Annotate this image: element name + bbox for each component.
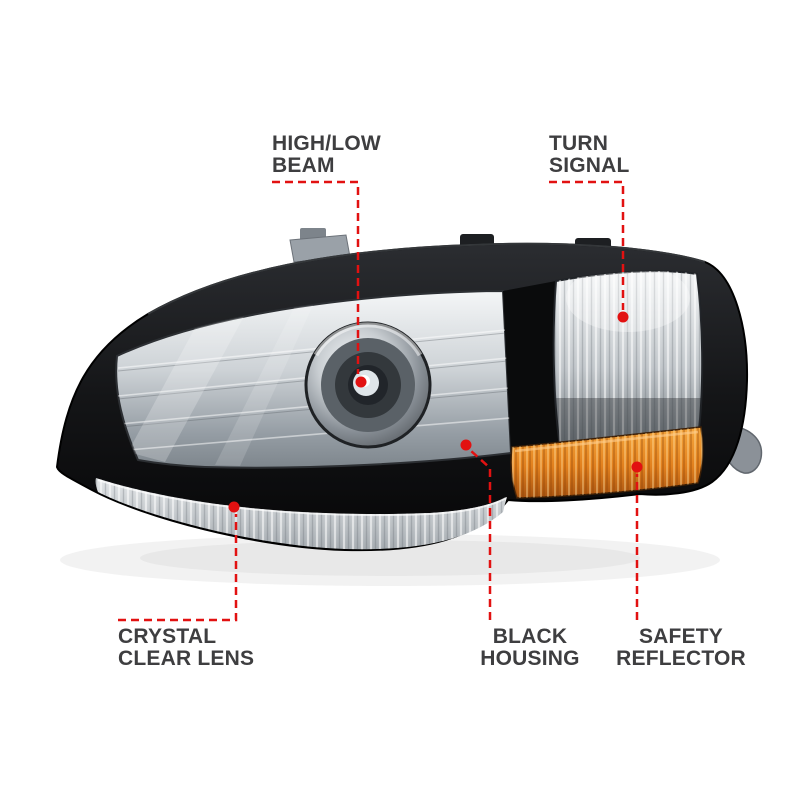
callout-line: BEAM	[272, 154, 335, 177]
callout-line: REFLECTOR	[616, 647, 746, 670]
dot-safety-reflector	[631, 461, 643, 473]
callout-line: CRYSTAL	[118, 625, 217, 648]
dot-turn-signal	[617, 311, 629, 323]
drop-shadow	[60, 534, 720, 586]
leader-high-low-beam	[272, 180, 360, 374]
callout-label-black-housing: BLACK HOUSING	[455, 626, 605, 670]
lens-divider	[503, 281, 560, 453]
callout-line: SAFETY	[638, 625, 724, 648]
dot-high-low-beam	[355, 376, 367, 388]
leader-black-housing	[469, 449, 492, 620]
leader-turn-signal	[549, 180, 625, 310]
callout-line: CLEAR LENS	[118, 647, 255, 670]
callout-label-turn-signal: TURN SIGNAL	[549, 133, 630, 177]
callout-line: HOUSING	[480, 647, 580, 670]
dot-crystal-clear-lens	[228, 501, 240, 513]
callout-line: TURN	[549, 132, 609, 155]
callout-label-crystal-clear-lens: CRYSTAL CLEAR LENS	[118, 626, 254, 670]
housing-rim-highlight	[147, 242, 706, 315]
callout-lines	[118, 180, 639, 622]
projector-beam-unit	[304, 321, 432, 449]
callout-line: SIGNAL	[549, 154, 630, 177]
turn-signal-lens	[552, 270, 704, 449]
mounting-tabs	[289, 228, 611, 263]
callout-dots	[228, 311, 643, 513]
leader-crystal-clear-lens	[118, 514, 238, 622]
callout-label-high-low-beam: HIGH/LOW BEAM	[272, 133, 381, 177]
callout-label-safety-reflector: SAFETY REFLECTOR	[606, 626, 756, 670]
callout-line: HIGH/LOW	[272, 132, 381, 155]
callout-line: BLACK	[492, 625, 568, 648]
dot-black-housing	[460, 439, 472, 451]
